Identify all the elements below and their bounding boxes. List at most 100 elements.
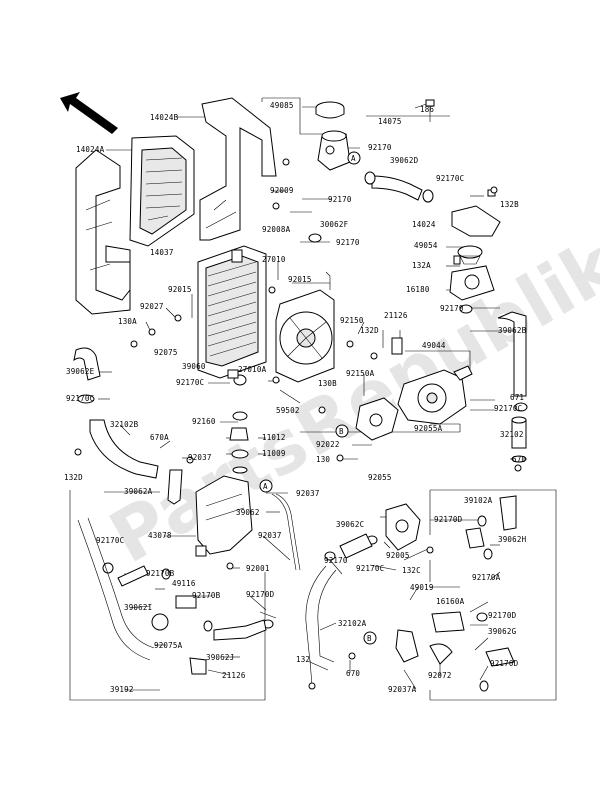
callout-markers: A A B B: [259, 151, 377, 645]
fitting-39102a: [499, 495, 517, 531]
part-label: 39060: [182, 362, 206, 371]
part-label: 14024A: [76, 145, 105, 154]
part-label: 16180: [406, 285, 430, 294]
part-label: 130A: [118, 317, 137, 326]
part-number-labels: 186 49085 14075 14024B 14024A 92170 3906…: [64, 101, 527, 694]
part-label: 92037: [188, 453, 212, 462]
part-label: 92001: [246, 564, 270, 573]
part-label: 14075: [378, 117, 402, 126]
part-label: 92055: [368, 473, 392, 482]
part-label: 92037: [296, 489, 320, 498]
callout-a-top: A: [351, 154, 356, 163]
part-label: 92075A: [154, 641, 183, 650]
part-label: 27010: [262, 255, 286, 264]
part-label: 39062D: [390, 156, 419, 165]
callout-b-lower: B: [367, 634, 372, 643]
part-label: 92170C: [356, 564, 384, 573]
part-label: 92170: [368, 143, 392, 152]
part-label: 92170C: [96, 536, 124, 545]
pipe-32102b: [89, 419, 159, 479]
radiator-cap: [315, 101, 345, 119]
part-label: 39062A: [124, 487, 153, 496]
part-label: 14037: [150, 248, 174, 257]
part-label: 27010A: [238, 365, 267, 374]
water-pump-cover: [355, 397, 399, 441]
part-label: 39062: [236, 508, 260, 517]
part-label: 39062E: [66, 367, 95, 376]
part-label: 92170C: [176, 378, 204, 387]
part-label: 92170: [440, 304, 464, 313]
part-label: 186: [420, 105, 434, 114]
part-label: 132D: [360, 326, 379, 335]
part-label: 132D: [64, 473, 83, 482]
part-label: 49116: [172, 579, 196, 588]
cooling-fan-assembly: [275, 271, 335, 383]
part-label: 11012: [262, 433, 286, 442]
hose-39062d: [371, 175, 423, 201]
part-label: 59502: [276, 406, 300, 415]
callout-b-pump: B: [339, 427, 344, 436]
part-label: 92005: [386, 551, 410, 560]
part-label: 49054: [414, 241, 438, 250]
hose-39062b: [497, 311, 527, 397]
part-label: 43078: [148, 531, 172, 540]
thermostat-housing: [449, 189, 501, 301]
fitting-49116: [151, 595, 197, 631]
part-label: 39062B: [498, 326, 527, 335]
part-label: 671: [510, 393, 524, 402]
part-label: 92027: [140, 302, 164, 311]
radiator-shroud-lower: [75, 149, 131, 315]
pipe-39192: [77, 517, 155, 661]
part-label: 132C: [402, 566, 421, 575]
front-direction-arrow-icon: [60, 92, 118, 134]
part-label: 92170A: [472, 573, 501, 582]
part-label: 92150A: [346, 369, 375, 378]
part-label: 39102A: [464, 496, 493, 505]
part-label: 32102A: [338, 619, 367, 628]
part-label: 16160A: [436, 597, 465, 606]
breather-tube-39062: [271, 493, 301, 571]
part-label: 49044: [422, 341, 446, 350]
part-label: 39192: [110, 685, 134, 694]
part-label: 92170: [324, 556, 348, 565]
part-label: 92009: [270, 186, 294, 195]
part-label: 32102: [500, 430, 524, 439]
part-label: 92170B: [192, 591, 221, 600]
radiator-shroud-upper: [199, 97, 277, 241]
part-label: 670A: [150, 433, 169, 442]
part-label: 670: [512, 455, 526, 464]
part-label: 132: [296, 655, 310, 664]
part-label: 92075: [154, 348, 178, 357]
part-label: 39062J: [206, 653, 234, 662]
part-label: 92170C: [66, 394, 94, 403]
fitting-16160a: [395, 611, 465, 665]
hose-39062h: [465, 527, 485, 549]
part-label: 130: [316, 455, 330, 464]
part-label: 92037A: [388, 685, 417, 694]
part-label: 670: [346, 669, 360, 678]
part-label: 14024: [412, 220, 436, 229]
hose-39062a: [167, 469, 183, 505]
part-label: 32102B: [110, 420, 139, 429]
part-label: 92037: [258, 531, 282, 540]
radiator-core: [197, 245, 267, 379]
part-label: 11009: [262, 449, 286, 458]
part-label: 92170C: [494, 404, 522, 413]
part-label: 92015: [168, 285, 192, 294]
part-label: 92072: [428, 671, 452, 680]
part-label: 130B: [318, 379, 337, 388]
part-label: 92008A: [262, 225, 291, 234]
part-label: 39062I: [124, 603, 152, 612]
part-label: 132B: [500, 200, 519, 209]
clip-21126-lower: [189, 657, 207, 675]
callout-a-lower: A: [263, 482, 268, 491]
part-label: 49085: [270, 101, 294, 110]
hose-clamps: [77, 171, 528, 692]
part-label: 132A: [412, 261, 431, 270]
part-label: 92170B: [146, 569, 175, 578]
part-label: 92170D: [488, 611, 517, 620]
radiator-grille: [129, 135, 195, 247]
bolt-186: [425, 99, 435, 122]
part-label: 92150: [340, 316, 364, 325]
